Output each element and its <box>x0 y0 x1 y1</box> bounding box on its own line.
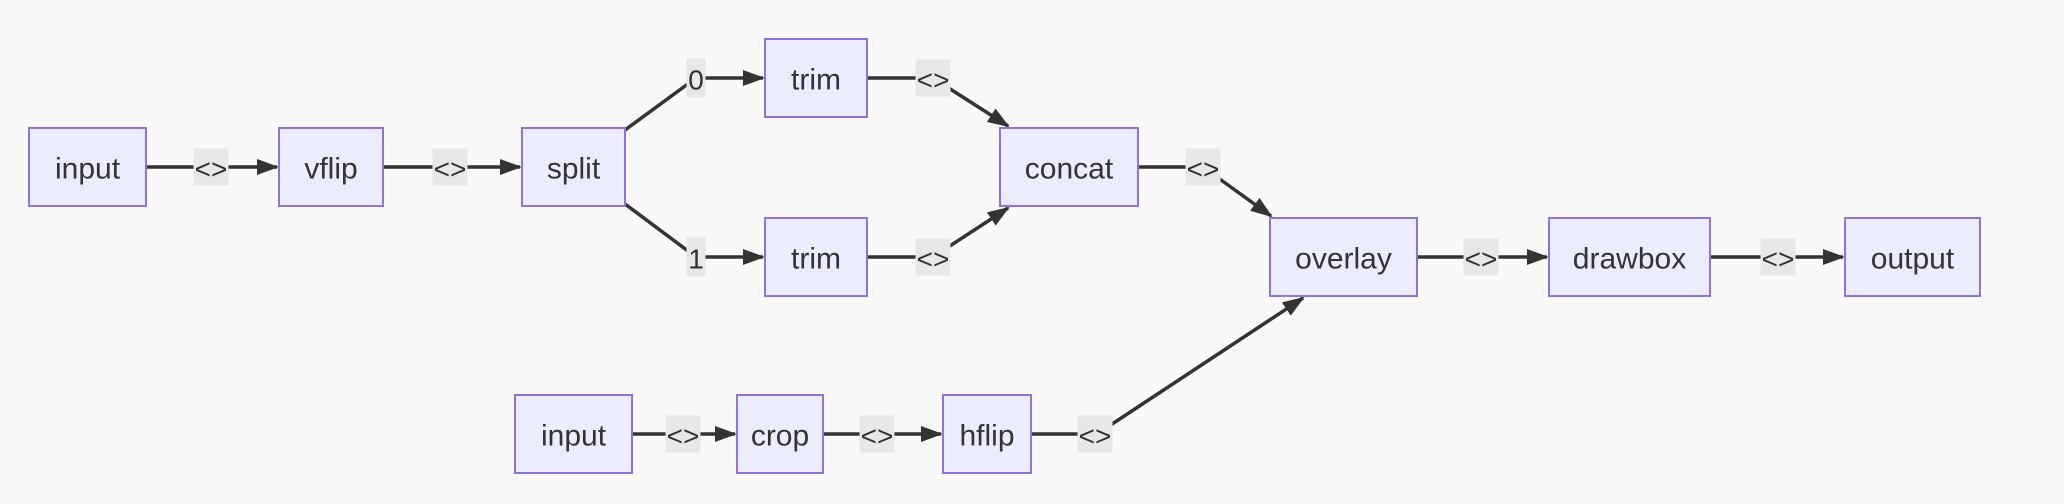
node-box <box>278 127 384 207</box>
edge-label-text: 0 <box>688 65 704 96</box>
node-box <box>1548 217 1711 297</box>
edge-label-trim1-concat: <> <box>915 238 951 276</box>
node-label: trim <box>791 243 841 276</box>
edge-label-bg <box>686 58 706 98</box>
node-box <box>521 127 626 207</box>
node-box <box>764 38 868 118</box>
edge-label-text: <> <box>917 244 950 275</box>
node-label: output <box>1871 243 1955 276</box>
node-box <box>1844 217 1981 297</box>
edge-label-text: <> <box>195 154 228 185</box>
edge-label-text: <> <box>1762 244 1795 275</box>
nodes-layer: input vflip split trim trim concat overlay draw… <box>28 38 1981 474</box>
edge-label-concat-overlay: <> <box>1185 148 1221 186</box>
edge-label-bg <box>859 415 895 453</box>
node-input2: input <box>514 394 633 474</box>
edge-label-bg <box>1185 148 1221 186</box>
node-label: trim <box>791 64 841 97</box>
edge-label-bg <box>686 237 706 277</box>
edge-hflip-overlay <box>1031 296 1305 436</box>
edge-label-bg <box>915 59 951 97</box>
edge-labels-layer: <> <> 0 1 <> <> <> <> <> <> <> <> <box>193 58 1796 453</box>
node-label: vflip <box>304 153 357 186</box>
edge-label-bg <box>915 238 951 276</box>
edge-label-bg <box>1077 415 1113 453</box>
node-label: input <box>541 420 607 453</box>
edge-label-bg <box>1463 238 1499 276</box>
edge-label-hflip-overlay: <> <box>1077 415 1113 453</box>
node-box <box>736 394 824 474</box>
node-label: input <box>55 153 121 186</box>
node-label: crop <box>751 420 809 453</box>
node-crop: crop <box>736 394 824 474</box>
node-overlay: overlay <box>1269 217 1418 297</box>
edge-label-input2-crop: <> <box>665 415 701 453</box>
node-box <box>28 127 147 207</box>
node-box <box>514 394 633 474</box>
edge-label-text: <> <box>1187 154 1220 185</box>
node-output: output <box>1844 217 1981 297</box>
edge-label-bg <box>432 148 468 186</box>
node-label: drawbox <box>1573 243 1686 276</box>
node-split: split <box>521 127 626 207</box>
node-box <box>764 217 868 297</box>
edge-label-text: <> <box>1465 244 1498 275</box>
edge-label-text: <> <box>1079 421 1112 452</box>
node-box <box>942 394 1032 474</box>
node-hflip: hflip <box>942 394 1032 474</box>
edge-label-split-trim1: 1 <box>686 237 706 277</box>
node-concat: concat <box>999 127 1139 207</box>
node-trim1: trim <box>764 217 868 297</box>
node-vflip: vflip <box>278 127 384 207</box>
node-box <box>1269 217 1418 297</box>
edge-label-drawbox-output: <> <box>1760 238 1796 276</box>
edge-label-input1-vflip: <> <box>193 148 229 186</box>
edge-label-bg <box>1760 238 1796 276</box>
edge-label-text: <> <box>667 421 700 452</box>
node-label: overlay <box>1295 243 1392 276</box>
node-label: split <box>547 153 601 186</box>
node-drawbox: drawbox <box>1548 217 1711 297</box>
edge-label-text: 1 <box>688 244 704 275</box>
edge-label-text: <> <box>861 421 894 452</box>
edge-label-vflip-split: <> <box>432 148 468 186</box>
edge-label-crop-hflip: <> <box>859 415 895 453</box>
node-label: concat <box>1025 153 1114 186</box>
edge-label-text: <> <box>917 65 950 96</box>
node-box <box>999 127 1139 207</box>
edge-label-split-trim0: 0 <box>686 58 706 98</box>
node-trim0: trim <box>764 38 868 118</box>
node-label: hflip <box>959 420 1014 453</box>
edge-label-trim0-concat: <> <box>915 59 951 97</box>
node-input1: input <box>28 127 147 207</box>
edge-label-bg <box>665 415 701 453</box>
edge-label-bg <box>193 148 229 186</box>
edge-label-text: <> <box>434 154 467 185</box>
edge-label-overlay-drawbox: <> <box>1463 238 1499 276</box>
